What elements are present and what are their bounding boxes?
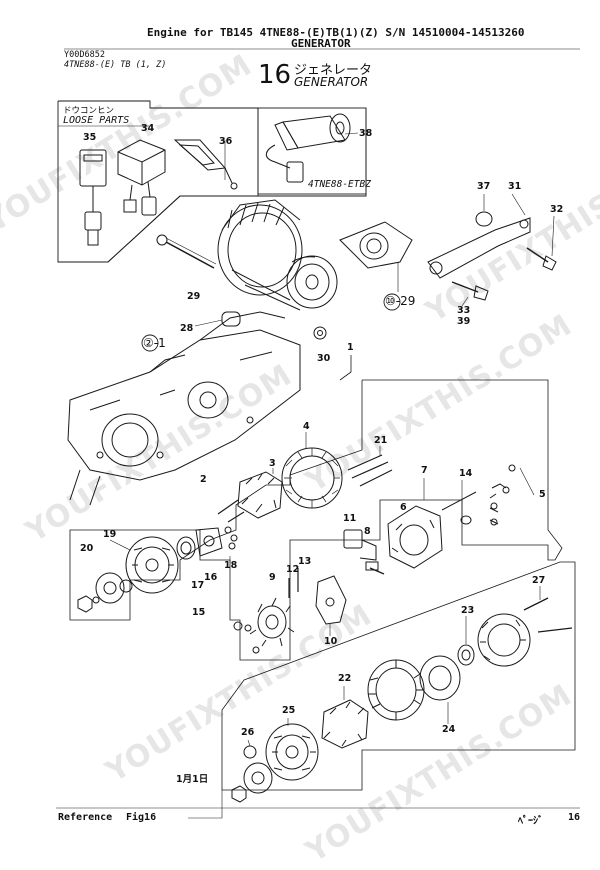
ref-circles bbox=[141, 293, 401, 352]
part-17-bearing bbox=[176, 536, 196, 560]
callout-24: 24 bbox=[442, 724, 456, 735]
callout-16: 16 bbox=[204, 572, 218, 583]
exploded-parts-diagram bbox=[56, 48, 580, 819]
doc-model: 4TNE88-(E) TB (1, Z) bbox=[64, 60, 167, 70]
figure-number: 16 bbox=[258, 60, 292, 90]
generator-assembly bbox=[217, 199, 338, 340]
callout-39: 39 bbox=[457, 316, 471, 327]
part-33-bolt bbox=[451, 281, 489, 307]
callout-8: 8 bbox=[364, 526, 371, 537]
callout-2: 2 bbox=[200, 474, 207, 485]
callout-17: 17 bbox=[191, 580, 205, 591]
callout-19: 19 bbox=[103, 529, 117, 540]
footer-page-label: ﾍﾟｰｼﾞ bbox=[518, 816, 543, 827]
part-23-bearing bbox=[457, 616, 475, 666]
callout-15: 15 bbox=[192, 607, 206, 618]
inset-label: 4TNE88-ETBZ bbox=[308, 179, 371, 190]
callout-23: 23 bbox=[461, 605, 475, 616]
part-36-bracket bbox=[173, 139, 238, 190]
ref-2-1: ②-1 bbox=[143, 336, 166, 350]
part-4-stator bbox=[281, 432, 343, 509]
callout-3: 3 bbox=[269, 458, 276, 469]
part-16-plate bbox=[195, 527, 223, 557]
part-11-8-rectifier bbox=[343, 529, 385, 575]
callout-5: 5 bbox=[539, 489, 546, 500]
callout-32: 32 bbox=[550, 204, 564, 215]
part-29-bolt bbox=[156, 234, 217, 269]
callout-34: 34 bbox=[141, 123, 155, 134]
loose-parts-title-jp: ドウコンヒン bbox=[63, 106, 115, 116]
callout-13: 13 bbox=[298, 556, 312, 567]
callout-18: 18 bbox=[224, 560, 238, 571]
callout-14: 14 bbox=[459, 468, 473, 479]
callout-35: 35 bbox=[83, 132, 97, 143]
part-7-bolts bbox=[423, 464, 535, 526]
main-frame-top bbox=[258, 108, 367, 197]
callout-29: 29 bbox=[187, 291, 201, 302]
callout-26: 26 bbox=[241, 727, 255, 738]
callout-33: 33 bbox=[457, 305, 471, 316]
callout-21: 21 bbox=[374, 435, 388, 446]
header-title: Engine for TB145 4TNE88-(E)TB(1)(Z) S/N … bbox=[147, 26, 525, 39]
figure-title-jp: ジェネレータ bbox=[294, 63, 373, 78]
header-subtitle: GENERATOR bbox=[291, 37, 351, 50]
part-31-link bbox=[427, 193, 531, 279]
part-26-pulley bbox=[231, 739, 273, 803]
part-12-13-bolts bbox=[288, 568, 299, 598]
part-37-collar bbox=[475, 194, 493, 227]
loose-parts-title-en: LOOSE PARTS bbox=[63, 115, 130, 126]
part-25-front-bracket bbox=[265, 718, 319, 781]
part-28-spacer bbox=[194, 311, 241, 327]
part-22-rotor bbox=[321, 686, 369, 749]
callout-12: 12 bbox=[286, 564, 300, 575]
footer-fig: Fig16 bbox=[126, 812, 157, 823]
part-9-fan bbox=[249, 597, 295, 647]
washers bbox=[233, 621, 260, 654]
exploded-frame-lower bbox=[221, 561, 576, 791]
callout-37: 37 bbox=[477, 181, 491, 192]
part-21-screws bbox=[347, 446, 393, 487]
engine-housing bbox=[67, 311, 301, 506]
part-34-regulator bbox=[117, 139, 166, 216]
bracket-10-29 bbox=[339, 221, 413, 292]
part-38-component bbox=[265, 113, 359, 183]
callout-30: 30 bbox=[317, 353, 331, 364]
part-6-frame bbox=[387, 505, 443, 569]
callout-20: 20 bbox=[80, 543, 94, 554]
callout-1: 1 bbox=[347, 342, 354, 353]
figure-title-en: GENERATOR bbox=[294, 75, 369, 89]
date-note: 1月1日 bbox=[176, 774, 209, 785]
footer-page-number: 16 bbox=[568, 812, 581, 823]
callout-22: 22 bbox=[338, 673, 352, 684]
part-rear-frame bbox=[477, 613, 531, 667]
part-27-bolts bbox=[523, 586, 573, 633]
part-3-rotor bbox=[217, 468, 283, 519]
part-19-front-bracket bbox=[109, 536, 179, 594]
callout-7: 7 bbox=[421, 465, 428, 476]
callout-10: 10 bbox=[324, 636, 338, 647]
callout-25: 25 bbox=[282, 705, 296, 716]
callout-28: 28 bbox=[180, 323, 194, 334]
callout-9: 9 bbox=[269, 572, 276, 583]
part-24-stator bbox=[367, 655, 461, 724]
callout-31: 31 bbox=[508, 181, 522, 192]
part-10-brush-holder bbox=[315, 575, 347, 636]
callout-36: 36 bbox=[219, 136, 233, 147]
callout-4: 4 bbox=[303, 421, 310, 432]
part-18-screws bbox=[224, 511, 245, 563]
callout-6: 6 bbox=[400, 502, 407, 513]
part-35-relay bbox=[79, 149, 107, 246]
doc-code: Y00D6852 bbox=[64, 50, 105, 60]
part-20-pulley bbox=[77, 572, 133, 613]
part-32-bolt bbox=[526, 215, 557, 271]
callout-27: 27 bbox=[532, 575, 546, 586]
footer-reference: Reference bbox=[58, 812, 113, 823]
callout-11: 11 bbox=[343, 513, 357, 524]
